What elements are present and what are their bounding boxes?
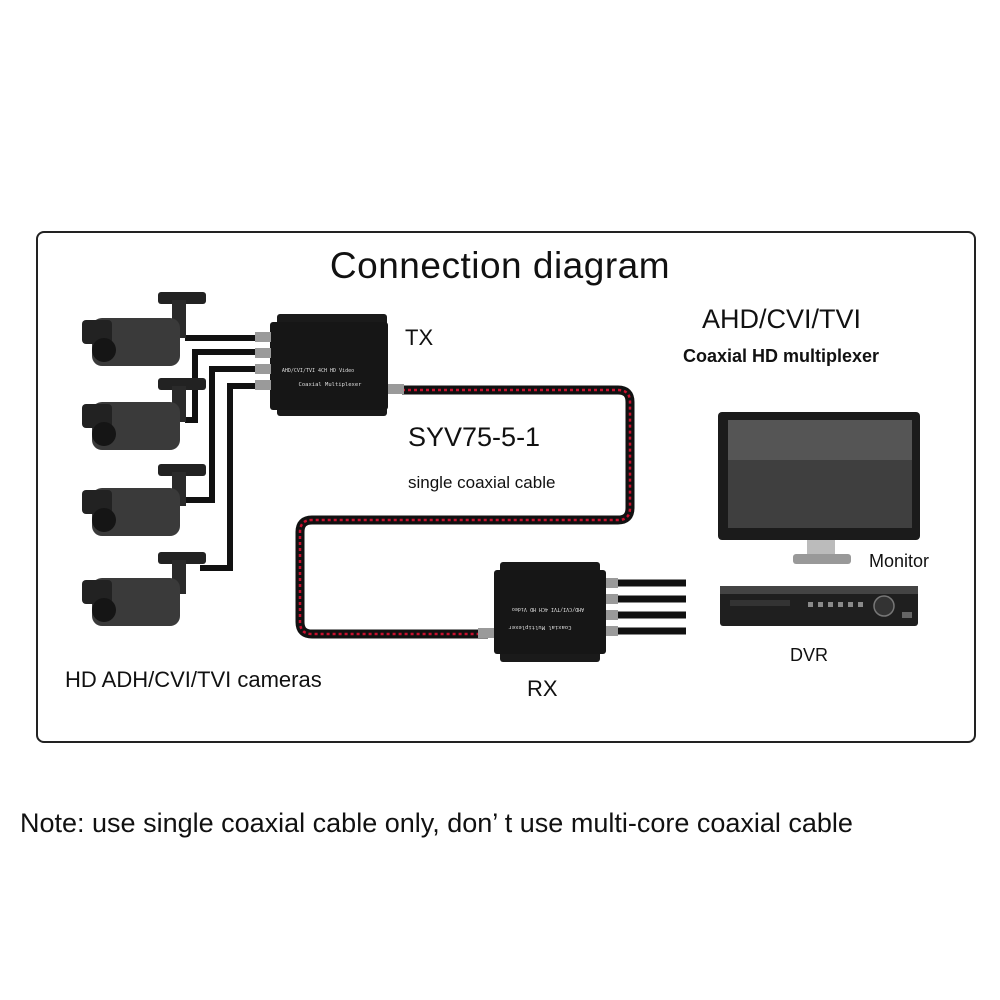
diagram-frame — [36, 231, 976, 743]
product-title: AHD/CVI/TVI — [702, 304, 862, 334]
cable-name-label: SYV75-5-1 — [408, 422, 541, 452]
rx-label: RX — [527, 676, 558, 701]
rx-panel-text-2: Coaxial Multiplexer — [508, 624, 572, 630]
dvr — [720, 586, 918, 626]
monitor — [718, 412, 920, 564]
camera-3 — [82, 464, 206, 536]
camera-2 — [82, 378, 206, 450]
camera-1 — [82, 292, 206, 366]
tx-label: TX — [405, 325, 434, 350]
rx-unit: AHD/CVI/TVI 4CH HD Video Coaxial Multipl… — [478, 562, 618, 662]
note-text: Note: use single coaxial cable only, don… — [20, 808, 853, 838]
rx-output-cables — [618, 579, 686, 635]
camera-cable-4 — [200, 383, 260, 571]
cameras-label: HD ADH/CVI/TVI cameras — [65, 667, 322, 692]
coaxial-cable — [295, 385, 635, 639]
camera-cable-3 — [185, 366, 260, 503]
product-subtitle: Coaxial HD multiplexer — [683, 346, 880, 366]
rx-panel-text-1: AHD/CVI/TVI 4CH HD Video — [512, 606, 584, 612]
monitor-label: Monitor — [869, 551, 930, 571]
tx-panel-text-2: Coaxial Multiplexer — [299, 382, 363, 388]
diagram-title: Connection diagram — [329, 245, 671, 286]
cable-desc-label: single coaxial cable — [408, 473, 556, 492]
dvr-label: DVR — [790, 645, 829, 665]
camera-4 — [82, 552, 206, 626]
tx-panel-text-1: AHD/CVI/TVI 4CH HD Video — [282, 368, 354, 374]
tx-unit: AHD/CVI/TVI 4CH HD Video Coaxial Multipl… — [255, 314, 404, 416]
camera-cables — [185, 335, 260, 571]
